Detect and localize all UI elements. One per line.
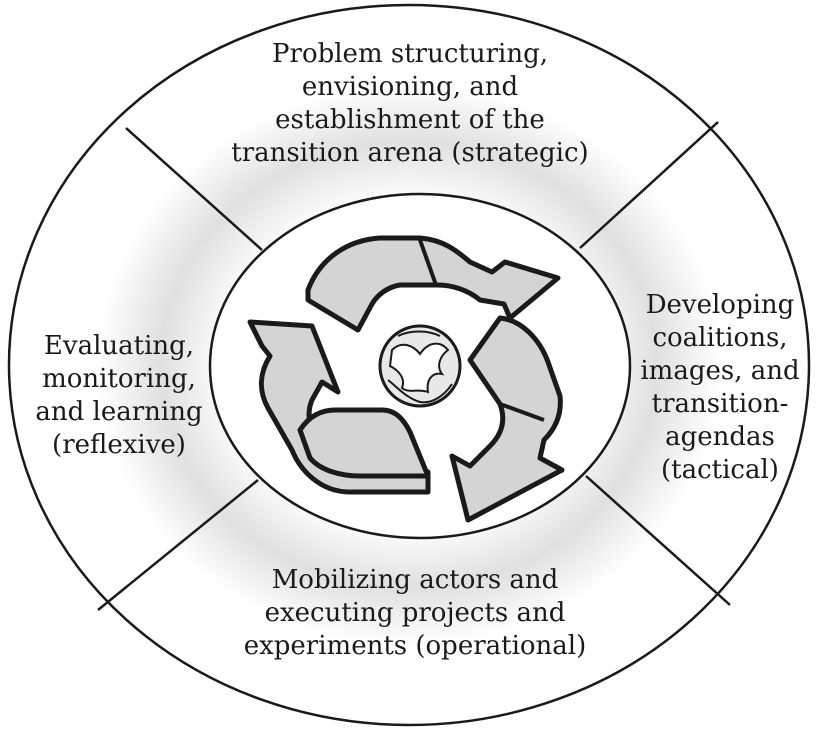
divider-bottom-right: [585, 475, 731, 606]
quadrant-bottom-label: Mobilizing actors and executing projects…: [243, 565, 587, 661]
globe-icon: [378, 324, 462, 408]
quadrant-top-label: Problem structuring, envisioning, and es…: [231, 39, 589, 168]
quadrant-left-label: Evaluating, monitoring, and learning (re…: [35, 331, 203, 460]
arrow-top: [305, 235, 561, 333]
quadrant-right-label: Developing coalitions, images, and trans…: [640, 290, 800, 485]
arrow-left-inner: [297, 407, 431, 479]
arrow-right: [449, 315, 565, 523]
recycle-arrows-icon: [247, 235, 565, 523]
divider-top-right: [579, 121, 719, 249]
divider-bottom-left: [97, 479, 259, 611]
divider-top-left: [125, 127, 263, 251]
